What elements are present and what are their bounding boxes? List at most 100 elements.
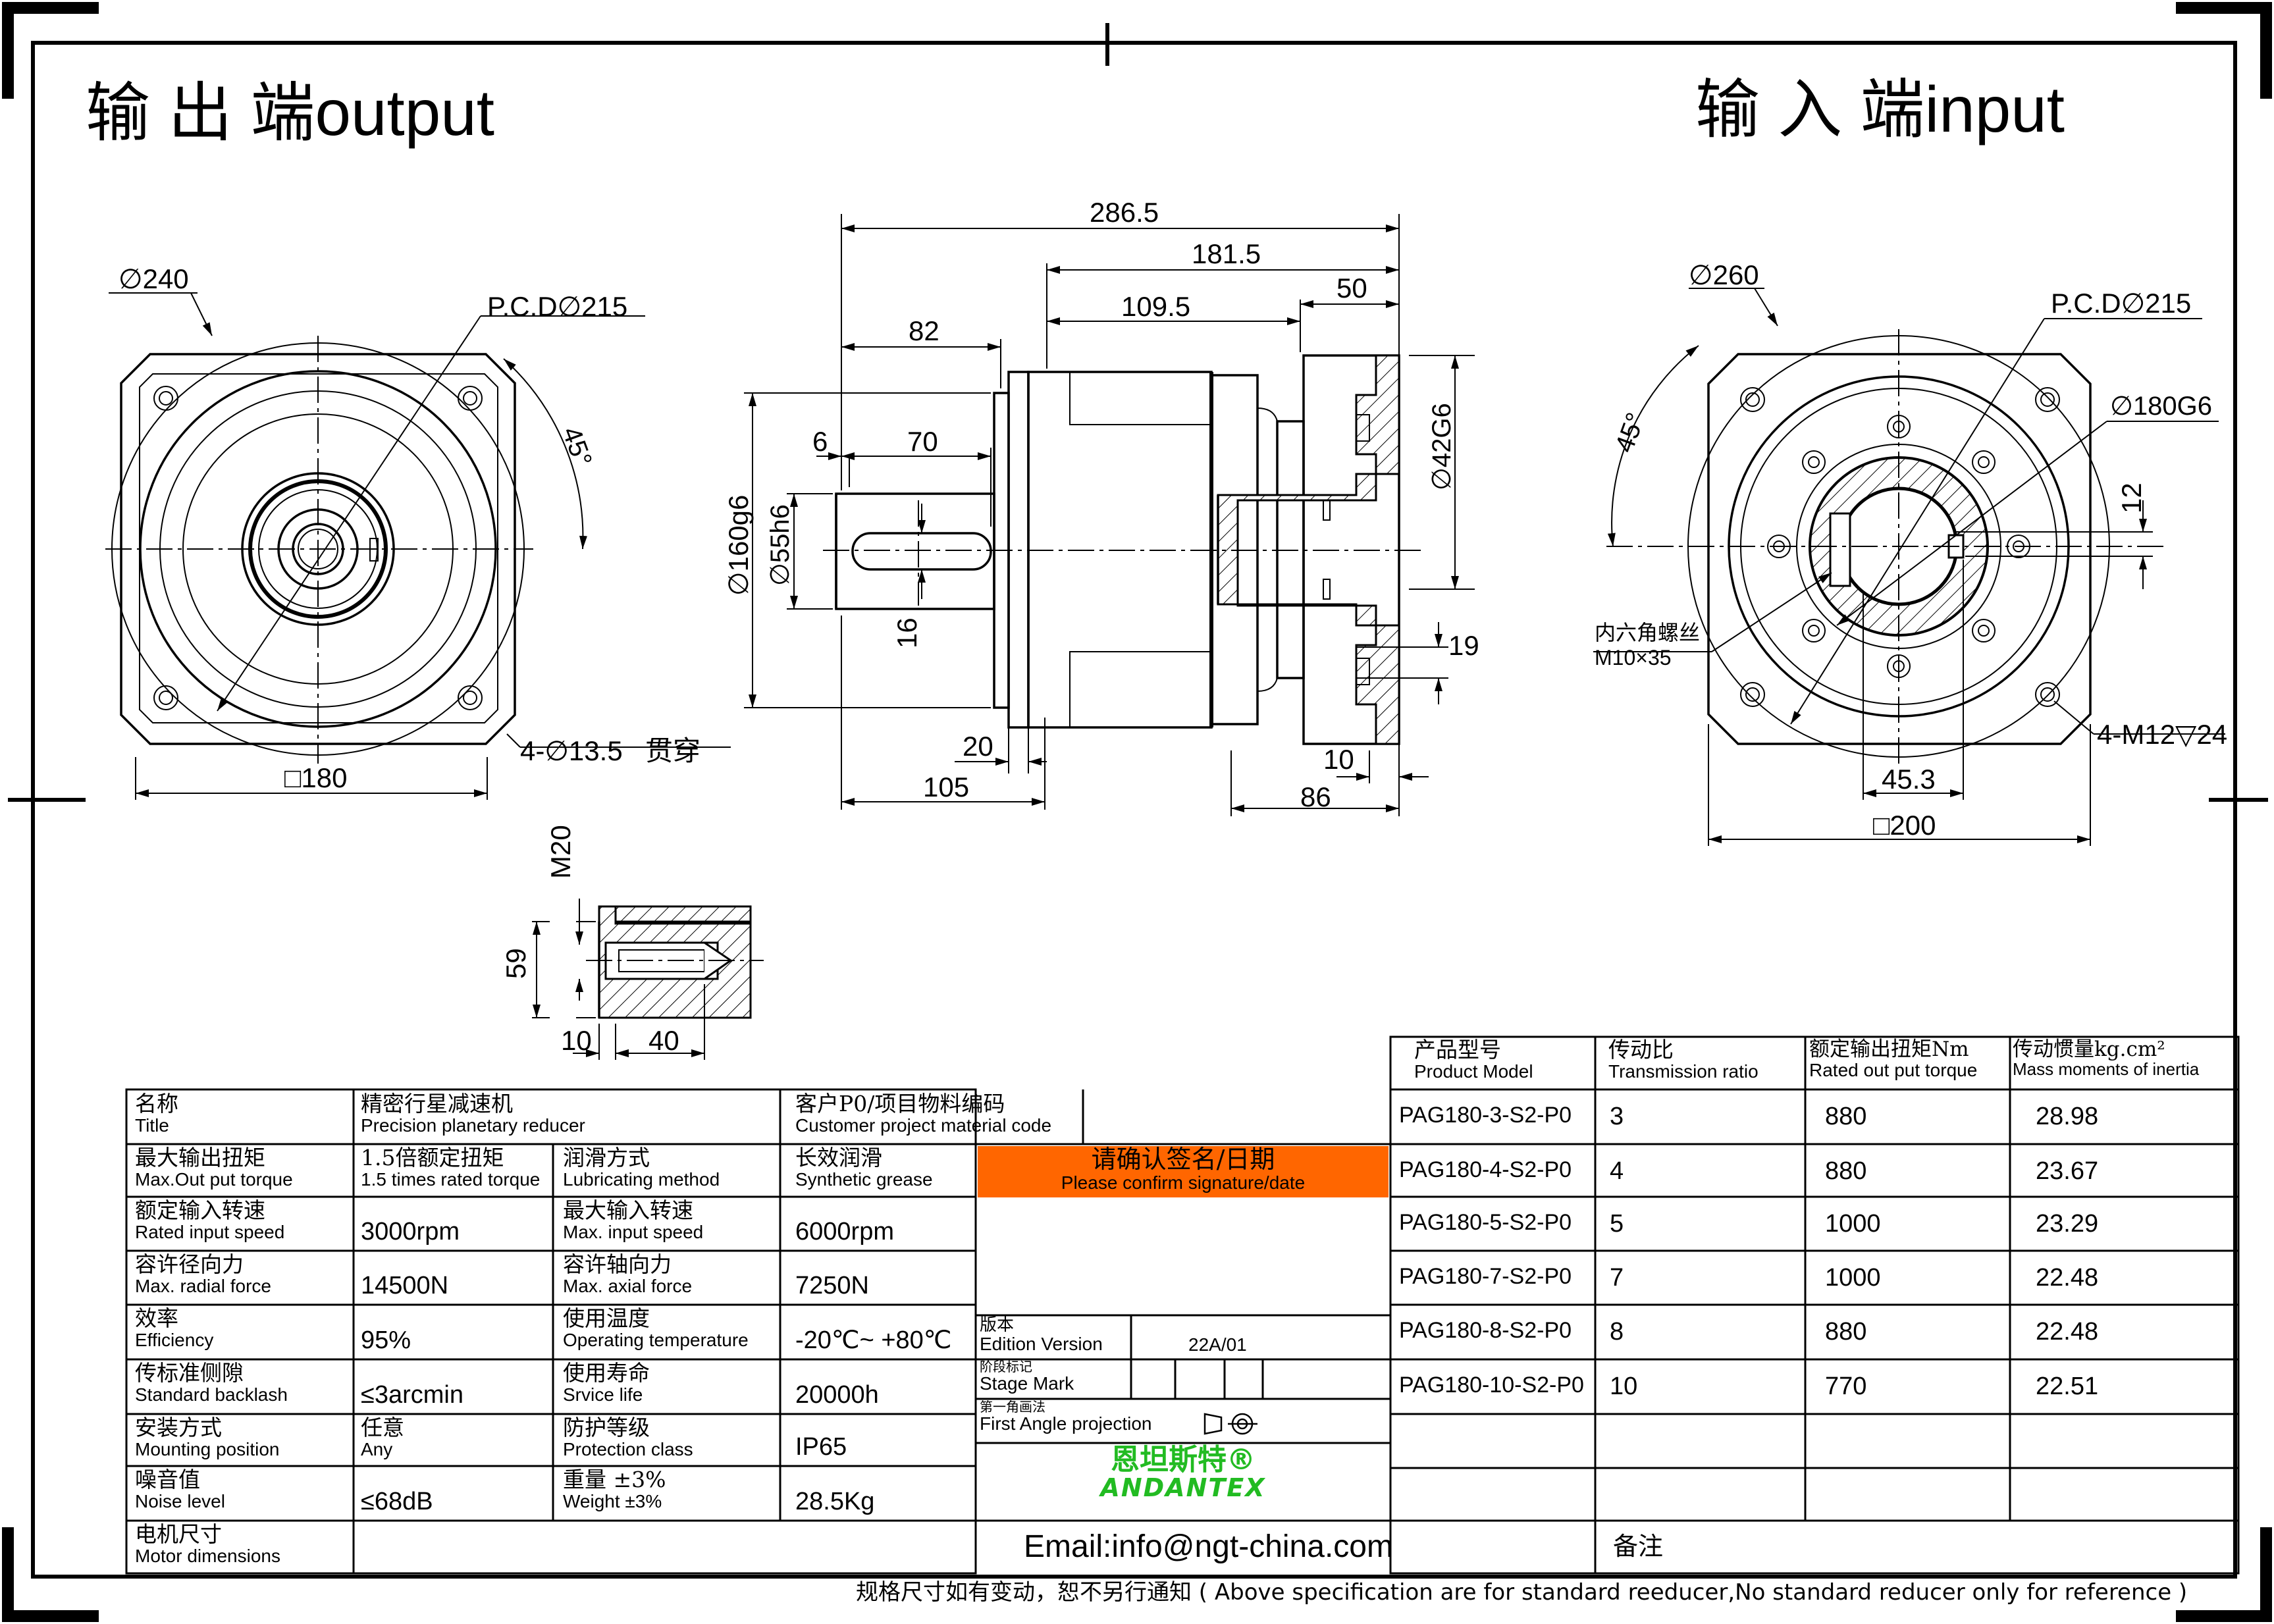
spec-value-5-cn: 任意 [361,1415,404,1440]
dim-side-70: 70 [907,426,938,457]
spec-label-0-en: Max.Out put torque [135,1168,293,1190]
first-angle-symbol-icon [1203,1413,1257,1435]
dim-det-10: 10 [561,1025,592,1056]
spec-value2-2: 7250N [795,1272,869,1299]
spec-value-1: 3000rpm [361,1218,460,1245]
model-row-4-torque: 880 [1825,1318,1867,1346]
side-view [744,214,1475,816]
model-row-3-ratio: 7 [1610,1264,1624,1292]
dim-in-holes: 4-M12▽24 [2097,719,2227,750]
model-row-0-torque: 880 [1825,1103,1867,1130]
stage-label: 阶段标记 Stage Mark [980,1359,1074,1394]
torque-header: 额定输出扭矩Nm Rated out put torque [1809,1039,1977,1080]
confirm-cn: 请确认签名/日期 [1091,1145,1275,1174]
product-name-en: Precision planetary reducer [361,1114,585,1136]
input-title: 输 入 端input [1695,73,2065,145]
model-row-3-model: PAG180-7-S2-P0 [1399,1264,1572,1289]
dim-side-82: 82 [909,315,939,346]
spec-table-right-grid [974,1143,1392,1522]
customer-code-en: Customer project material code [795,1114,1052,1136]
spec-value-0-cn: 1.5倍额定扭矩 [361,1145,504,1170]
spec-label-3-en: Efficiency [135,1329,214,1350]
brand-cn: 恩坦斯特® [1111,1443,1256,1477]
dim-side-86: 86 [1300,781,1331,812]
dim-in-angle: 45° [1610,409,1651,456]
spec-value2-1: 6000rpm [795,1218,894,1245]
dim-out-square: □180 [284,762,347,793]
spec-label2-0-en: Lubricating method [563,1168,720,1190]
dim-in-square: □200 [1873,810,1936,841]
dim-in-12: 12 [2116,483,2147,513]
dim-in-screw-cn: 内六角螺丝 [1595,621,1700,644]
spec-label-5-cn: 安装方式 [135,1415,222,1440]
ratio-header-cn: 传动比 [1608,1037,1674,1062]
spec-label2-2-cn: 容许轴向力 [563,1251,672,1277]
spec-label2-6: 重量 ±3%Weight ±3% [563,1467,666,1511]
spec-value-5-en: Any [361,1438,393,1459]
dim-in-pcd: P.C.D∅215 [2051,288,2191,319]
spec-label2-4-cn: 使用寿命 [563,1360,650,1386]
spec-value-2: 14500N [361,1272,449,1299]
dim-side-42: ∅42G6 [1427,403,1456,490]
spec-value-6: ≤68dB [361,1488,433,1515]
ratio-header-en: Transmission ratio [1608,1061,1758,1082]
dim-in-180: ∅180G6 [2110,392,2212,421]
product-name-cn: 精密行星减速机 [361,1091,513,1116]
dim-out-angle: 45° [556,423,597,471]
model-row-0-model: PAG180-3-S2-P0 [1399,1103,1572,1128]
dim-in-d260: ∅260 [1689,259,1759,290]
model-row-0-inertia: 28.98 [2036,1103,2099,1130]
dim-det-59: 59 [500,948,531,979]
inertia-header-en: Mass moments of inertia [2013,1059,2200,1079]
spec-label-4-en: Standard backlash [135,1384,288,1405]
spec-value2-3: -20℃~ +80℃ [795,1326,952,1354]
spec-value-0-en: 1.5 times rated torque [361,1168,541,1190]
spec-label2-6-cn: 重量 ±3% [563,1467,666,1492]
model-row-3-inertia: 22.48 [2036,1264,2099,1292]
model-row-0-ratio: 3 [1610,1103,1624,1130]
remark-label: 备注 [1613,1532,1664,1561]
model-row-5-ratio: 10 [1610,1373,1638,1400]
title-label-cn: 名称 [135,1091,178,1116]
spec-label2-1-en: Max. input speed [563,1221,704,1242]
angle-cn: 第一角画法 [980,1399,1045,1415]
stage-cn: 阶段标记 [980,1359,1032,1375]
spec-value2-6: 28.5Kg [795,1488,875,1515]
confirm-en: Please confirm signature/date [1061,1172,1306,1193]
spec-label2-4-en: Srvice life [563,1384,643,1405]
dim-side-181: 181.5 [1192,238,1261,269]
stage-en: Stage Mark [980,1373,1074,1394]
email-text: Email:info@ngt-china.com [1024,1529,1393,1564]
output-title: 输 出 端output [86,76,494,149]
model-header-cn: 产品型号 [1414,1037,1501,1062]
torque-header-en: Rated out put torque [1809,1059,1978,1080]
spec-label2-5-cn: 防护等级 [563,1415,650,1440]
dim-out-holes: 4-∅13.5 [520,735,623,766]
dim-out-holes-cn: 贯穿 [645,735,701,766]
model-row-5-model: PAG180-10-S2-P0 [1399,1373,1584,1398]
ratio-header: 传动比 Transmission ratio [1608,1037,1758,1082]
angle-label: 第一角画法 First Angle projection [980,1399,1151,1434]
spec-label-7-cn: 电机尺寸 [135,1521,222,1547]
spec-label2-6-en: Weight ±3% [563,1490,662,1511]
confirm-signature-box[interactable]: 请确认签名/日期 Please confirm signature/date [976,1145,1390,1193]
dim-side-6: 6 [812,426,828,457]
brand-en: ANDANTEX [1100,1473,1266,1503]
model-row-3-torque: 1000 [1825,1264,1881,1292]
model-row-4-ratio: 8 [1610,1318,1624,1346]
model-row-4-model: PAG180-8-S2-P0 [1399,1318,1572,1343]
spec-label2-2-en: Max. axial force [563,1275,693,1296]
model-row-1-torque: 880 [1825,1157,1867,1185]
model-row-1-model: PAG180-4-S2-P0 [1399,1157,1572,1182]
model-row-1-inertia: 23.67 [2036,1157,2099,1185]
